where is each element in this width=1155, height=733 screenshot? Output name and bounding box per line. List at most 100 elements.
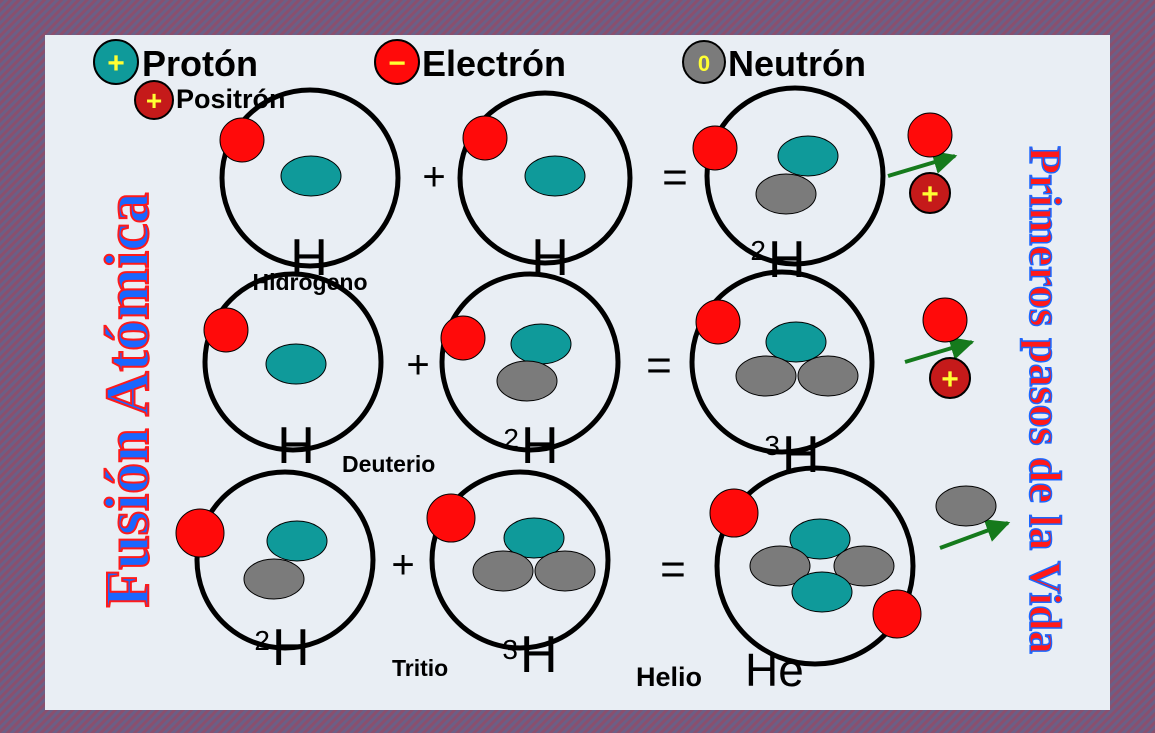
atom-shell xyxy=(219,87,401,269)
electron xyxy=(219,117,265,163)
electron xyxy=(692,125,738,171)
plus-sign: + xyxy=(391,543,414,587)
element-symbol: H xyxy=(521,417,559,475)
legend-electron: − Electrón xyxy=(374,39,566,85)
electron xyxy=(462,115,508,161)
atom-tritium xyxy=(689,269,875,455)
atom-shell xyxy=(194,469,376,651)
reaction-2: + = + H Deuterio 2 H 3 H xyxy=(202,269,975,484)
plus-sign: + xyxy=(406,343,429,387)
neutron-icon xyxy=(682,40,726,84)
neutron-sign: 0 xyxy=(698,51,710,76)
proton-sign: + xyxy=(107,47,125,80)
legend-neutron: 0 Neutrón xyxy=(682,40,866,84)
atom-deuterium xyxy=(692,85,886,267)
emitted-neutron xyxy=(935,485,997,527)
neutron xyxy=(243,558,305,600)
emission-arrow xyxy=(939,519,1011,550)
atom-shell xyxy=(202,271,384,453)
legend: + Protón − Electrón 0 Neutrón + Positrón xyxy=(93,39,866,120)
electron xyxy=(440,315,486,361)
neutron xyxy=(735,355,797,397)
positron-icon xyxy=(134,80,174,120)
emitted-electron xyxy=(907,112,953,158)
neutron xyxy=(797,355,859,397)
legend-proton-label: Protón xyxy=(142,43,258,84)
emission-arrow xyxy=(904,336,975,364)
legend-neutron-label: Neutrón xyxy=(728,43,866,84)
equals-sign: = xyxy=(660,545,686,594)
atom-shell xyxy=(714,465,916,667)
atom-helium xyxy=(709,465,922,667)
positron-sign: + xyxy=(146,85,162,116)
element-symbol: H xyxy=(782,426,820,484)
emitted-electron xyxy=(922,297,968,343)
element-symbol: H xyxy=(272,619,310,677)
emission: + xyxy=(904,297,975,399)
reaction-1: + = + H Hidrógeno H 2 H xyxy=(219,85,958,295)
legend-positron: + Positrón xyxy=(134,80,286,120)
electron xyxy=(175,508,225,558)
neutron xyxy=(749,545,811,587)
reaction-3: + = 2 H Tritio 3 H Helio He xyxy=(175,465,1011,696)
mass-number: 2 xyxy=(750,235,766,266)
atom-shell xyxy=(439,271,621,453)
electron xyxy=(695,299,741,345)
emission xyxy=(935,485,1011,550)
emitted-positron xyxy=(929,357,971,399)
proton xyxy=(524,155,586,197)
atom-tritium xyxy=(426,469,611,651)
mass-number: 2 xyxy=(254,625,270,656)
element-symbol: H xyxy=(520,626,558,684)
legend-proton: + Protón xyxy=(93,39,258,85)
legend-electron-label: Electrón xyxy=(422,43,566,84)
emitted-positron xyxy=(909,172,951,214)
mass-number: 3 xyxy=(764,430,780,461)
proton xyxy=(777,135,839,177)
element-symbol: H xyxy=(277,417,315,475)
proton xyxy=(280,155,342,197)
electron-sign: − xyxy=(388,47,406,80)
element-name: Tritio xyxy=(392,655,448,681)
emission: + xyxy=(887,112,958,214)
proton xyxy=(789,518,851,560)
element-symbol: H xyxy=(768,231,806,289)
atom-shell xyxy=(704,85,886,267)
positron-sign: + xyxy=(921,178,939,211)
element-name: Deuterio xyxy=(342,451,435,477)
equals-sign: = xyxy=(646,341,672,390)
proton xyxy=(266,520,328,562)
proton xyxy=(765,321,827,363)
proton xyxy=(791,571,853,613)
atom-hydrogen xyxy=(219,87,401,269)
plus-sign: + xyxy=(422,155,445,199)
electron xyxy=(872,589,922,639)
element-name: Hidrógeno xyxy=(253,269,368,295)
proton xyxy=(265,343,327,385)
emission-arrow xyxy=(887,150,958,178)
electron xyxy=(203,307,249,353)
mass-number: 3 xyxy=(502,634,518,665)
equals-sign: = xyxy=(662,153,688,202)
atom-hydrogen xyxy=(457,90,633,266)
atom-shell xyxy=(429,469,611,651)
element-name: Helio xyxy=(636,662,702,692)
positron-sign: + xyxy=(941,363,959,396)
electron xyxy=(709,488,759,538)
neutron xyxy=(755,173,817,215)
atom-hydrogen xyxy=(202,271,384,453)
element-symbol: He xyxy=(745,644,804,696)
electron xyxy=(426,493,476,543)
atom-deuterium xyxy=(175,469,376,651)
neutron xyxy=(496,360,558,402)
atom-shell xyxy=(689,269,875,455)
proton xyxy=(503,517,565,559)
proton-icon xyxy=(93,39,139,85)
title-right: Primeros pasos de la Vida xyxy=(1020,146,1071,654)
proton xyxy=(510,323,572,365)
atom-deuterium xyxy=(439,271,621,453)
electron-icon xyxy=(374,39,420,85)
neutron xyxy=(472,550,534,592)
